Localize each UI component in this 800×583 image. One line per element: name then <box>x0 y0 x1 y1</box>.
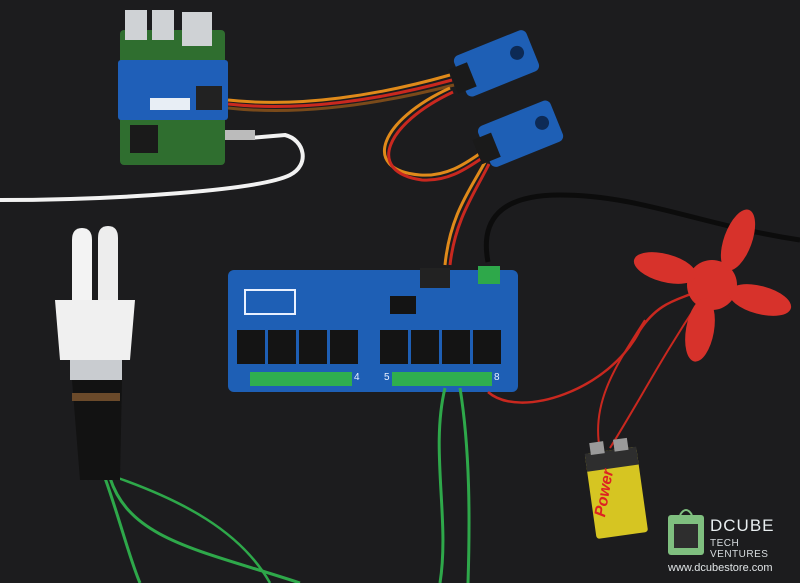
red-wire-2 <box>597 319 646 451</box>
battery-9v <box>584 437 648 539</box>
relay-board <box>228 266 518 392</box>
brand-name: DCUBE <box>710 516 775 535</box>
red-wire-3 <box>609 299 701 449</box>
green-wire-5 <box>117 476 272 583</box>
relay-number-5: 5 <box>384 372 390 383</box>
usb-cable <box>0 132 305 202</box>
wire-red-2 <box>387 90 488 182</box>
brand-subtitle: TECH VENTURES <box>710 538 769 560</box>
brand-url: www.dcubestore.com <box>668 562 773 574</box>
cfl-bulb <box>55 226 135 480</box>
sensor-module-1 <box>448 30 540 97</box>
wire-red-1 <box>227 78 453 108</box>
green-wire-2 <box>458 387 471 583</box>
green-wire-4 <box>103 477 142 583</box>
sensor-module-2 <box>472 100 564 167</box>
relay-number-8: 8 <box>494 372 500 383</box>
wire-orange-2 <box>383 86 486 177</box>
wire-orange-1 <box>227 73 451 104</box>
cardboard-fan <box>633 209 792 362</box>
wire-orange-3 <box>443 161 487 266</box>
green-wire-1 <box>437 387 447 583</box>
wire-red-3 <box>448 163 491 266</box>
dcube-logo-icon <box>668 509 704 555</box>
dc-cable <box>483 192 800 263</box>
watermark: DCUBE TECH VENTURES www.dcubestore.com <box>668 508 798 580</box>
raspberry-pi <box>118 10 255 165</box>
wire-brown-1 <box>227 83 455 112</box>
relay-number-4: 4 <box>354 372 360 383</box>
